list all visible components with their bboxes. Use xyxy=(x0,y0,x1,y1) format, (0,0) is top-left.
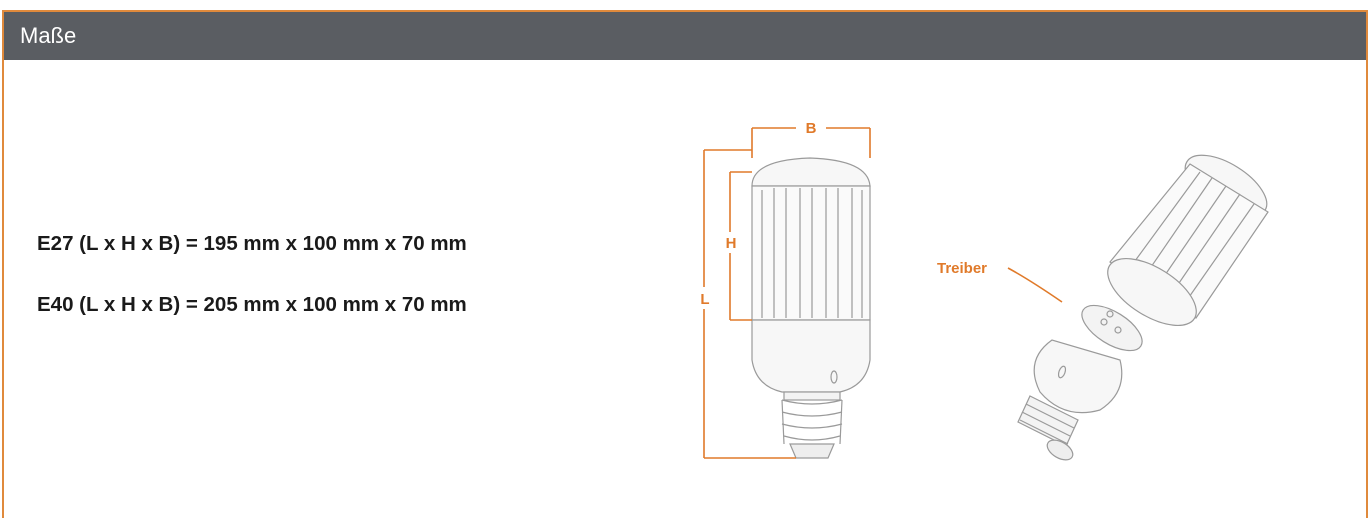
lamp-exploded-view xyxy=(1017,154,1269,461)
dimension-lines xyxy=(703,127,871,459)
section-header: Maße xyxy=(4,12,1366,60)
dimensions-panel: Maße E27 (L x H x B) = 195 mm x 100 mm x… xyxy=(2,10,1368,518)
driver-label: Treiber xyxy=(937,260,987,277)
spec-e27-dimensions: E27 (L x H x B) = 195 mm x 100 mm x 70 m… xyxy=(37,232,467,255)
lamp-front-view xyxy=(751,157,871,459)
dimension-h-label: H xyxy=(726,235,737,252)
spec-e40-dimensions: E40 (L x H x B) = 205 mm x 100 mm x 70 m… xyxy=(37,293,467,316)
dimension-l-label: L xyxy=(700,291,709,308)
driver-pointer: Treiber xyxy=(937,260,1063,303)
dimension-b-label: B xyxy=(806,120,817,137)
